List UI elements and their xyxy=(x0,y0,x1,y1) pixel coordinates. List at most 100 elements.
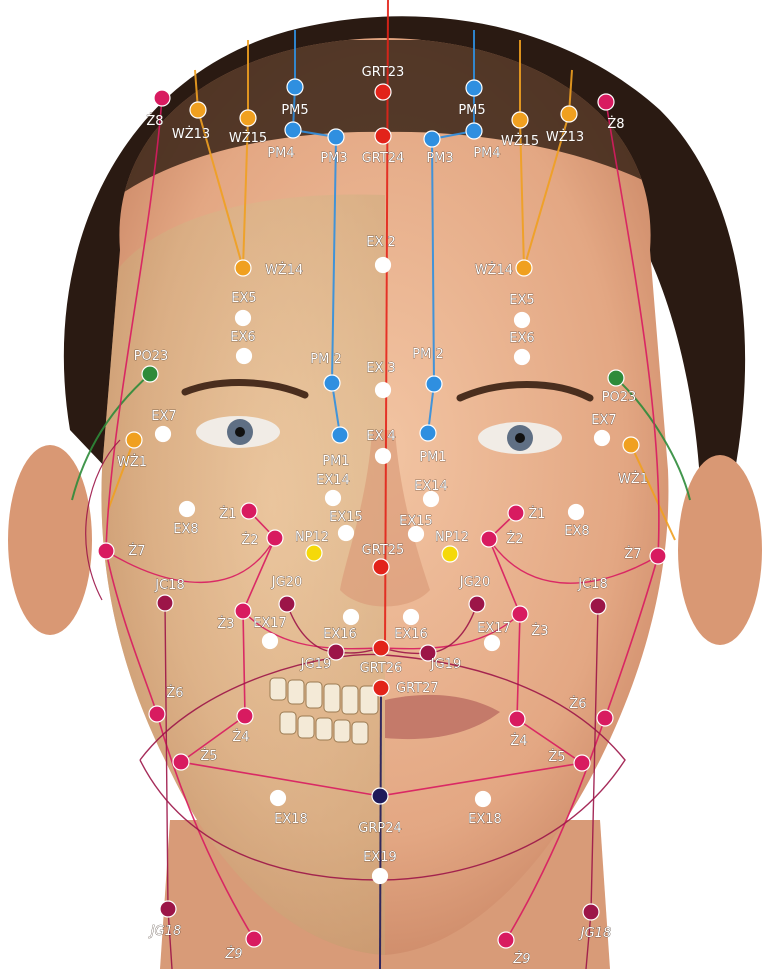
z2-l-label: Ż2 xyxy=(241,532,258,548)
z8-r-magenta-dot xyxy=(598,94,614,110)
z7-l-label: Ż7 xyxy=(128,543,145,559)
z1-r-magenta-dot xyxy=(508,505,524,521)
z5-l-magenta-dot xyxy=(173,754,189,770)
np12-l-yellow-dot xyxy=(306,545,322,561)
z9-r-label: Ż9 xyxy=(512,951,530,967)
z9-r-magenta-dot xyxy=(498,932,514,948)
ex18-l-label: EX18 xyxy=(274,812,308,827)
jg19-l-label: JG19 xyxy=(300,657,331,672)
ex18-l-white-dot xyxy=(271,791,286,806)
ex6-l-label: EX6 xyxy=(230,330,255,345)
jg20-l-maroon-dot xyxy=(279,596,295,612)
z4-r-magenta-dot xyxy=(509,711,525,727)
z9-l-magenta-dot xyxy=(246,931,262,947)
ex7-r-white-dot xyxy=(595,431,610,446)
jg19-r-label: JG19 xyxy=(430,657,461,672)
jc18-r-maroon-dot xyxy=(590,598,606,614)
z9-l-label: Ż9 xyxy=(224,946,242,962)
grt24-label: GRT24 xyxy=(362,151,405,166)
ex4-label: EX 4 xyxy=(366,429,396,444)
z3-r-label: Ż3 xyxy=(531,623,548,639)
ex8-r-white-dot xyxy=(569,505,584,520)
z5-l-label: Ż5 xyxy=(200,748,217,764)
jc18-r-label: JC18 xyxy=(577,577,607,592)
wz15-l-orange-dot xyxy=(240,110,256,126)
ex5-l-label: EX5 xyxy=(231,291,256,306)
ex6-r-white-dot xyxy=(515,350,530,365)
ex4-white-dot xyxy=(376,449,391,464)
pm3-r-label: PM3 xyxy=(426,151,453,166)
grt26-red-dot xyxy=(373,640,389,656)
pm1-r-blue-dot xyxy=(420,425,436,441)
ex16-l-label: EX16 xyxy=(323,627,357,642)
po23-r-label: PO23 xyxy=(602,390,637,405)
jg18-r-label: JG18 xyxy=(578,926,611,941)
ex17-l-label: EX17 xyxy=(253,616,287,631)
grt27-red-dot xyxy=(373,680,389,696)
ex7-l-label: EX7 xyxy=(151,409,176,424)
grt27-label: GRT27 xyxy=(396,681,439,696)
z6-l-label: Ż6 xyxy=(166,685,183,701)
z2-r-magenta-dot xyxy=(481,531,497,547)
ex18-r-label: EX18 xyxy=(468,812,502,827)
grt23-label: GRT23 xyxy=(362,65,405,80)
ex17-r-label: EX17 xyxy=(477,621,511,636)
pm5-r-label: PM5 xyxy=(458,103,485,118)
np12-r-yellow-dot xyxy=(442,546,458,562)
ex7-r-label: EX7 xyxy=(591,413,616,428)
wz14-l-orange-dot xyxy=(235,260,251,276)
jg18-r-maroon-dot xyxy=(583,904,599,920)
ex8-l-white-dot xyxy=(180,502,195,517)
right-ear xyxy=(678,455,762,645)
ex15-r-label: EX15 xyxy=(399,514,433,529)
wz1-l-label: WŻ1 xyxy=(117,454,147,470)
pm5-l-blue-dot xyxy=(287,79,303,95)
pm3-l-label: PM3 xyxy=(320,151,347,166)
grp24-navy-dot xyxy=(372,788,388,804)
ex16-r-white-dot xyxy=(404,610,419,625)
np12-l-label: NP12 xyxy=(295,530,329,545)
wz14-l-label: WŻ14 xyxy=(265,262,303,278)
z6-r-magenta-dot xyxy=(597,710,613,726)
pm4-r-label: PM4 xyxy=(473,146,500,161)
ex18-r-white-dot xyxy=(476,792,491,807)
ex14-l-white-dot xyxy=(326,491,341,506)
wz14-r-orange-dot xyxy=(516,260,532,276)
wz13-l-label: WŻ13 xyxy=(172,126,210,142)
po23-r-green-dot xyxy=(608,370,624,386)
jc18-l-label: JC18 xyxy=(154,578,184,593)
z2-r-label: Ż2 xyxy=(506,531,523,547)
ex8-l-label: EX8 xyxy=(173,522,198,537)
pm4-l-blue-dot xyxy=(285,122,301,138)
jg20-l-label: JG20 xyxy=(271,575,302,590)
pm2-r-blue-dot xyxy=(426,376,442,392)
pm5-r-blue-dot xyxy=(466,80,482,96)
z4-l-magenta-dot xyxy=(237,708,253,724)
z1-l-label: Ż1 xyxy=(219,506,236,522)
ex17-l-white-dot xyxy=(263,634,278,649)
ex5-r-label: EX5 xyxy=(509,293,534,308)
z3-l-label: Ż3 xyxy=(217,616,234,632)
z4-r-label: Ż4 xyxy=(510,733,527,749)
ex6-r-label: EX6 xyxy=(509,331,534,346)
wz14-r-label: WŻ14 xyxy=(475,262,513,278)
z2-l-magenta-dot xyxy=(267,530,283,546)
z6-l-magenta-dot xyxy=(149,706,165,722)
pm2-l-label: PM 2 xyxy=(310,352,341,367)
ex8-r-label: EX8 xyxy=(564,524,589,539)
pm2-r-label: PM 2 xyxy=(412,347,443,362)
ex5-r-white-dot xyxy=(515,313,530,328)
pm1-r-label: PM1 xyxy=(419,450,446,465)
wz15-l-label: WŻ15 xyxy=(229,130,267,146)
z7-l-magenta-dot xyxy=(98,543,114,559)
jc18-l-maroon-dot xyxy=(157,595,173,611)
z8-l-label: Ż8 xyxy=(146,113,163,129)
ex5-l-white-dot xyxy=(236,311,251,326)
z1-l-magenta-dot xyxy=(241,503,257,519)
jg18-l-maroon-dot xyxy=(160,901,176,917)
left-pupil xyxy=(235,427,245,437)
grt23-red-dot xyxy=(375,84,391,100)
z5-r-magenta-dot xyxy=(574,755,590,771)
wz1-r-label: WŻ1 xyxy=(618,471,648,487)
